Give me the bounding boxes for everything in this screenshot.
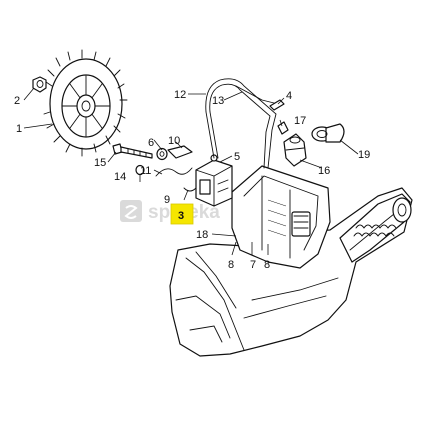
callout-15: 15	[94, 157, 106, 169]
callout-17: 17	[294, 115, 306, 127]
callout-8-right: 8	[264, 259, 270, 271]
screw	[112, 143, 153, 159]
crankcase-housing	[169, 187, 413, 357]
pin	[277, 121, 289, 135]
callout-11: 11	[140, 165, 151, 177]
callout-13: 13	[212, 95, 224, 107]
callout-8-left: 8	[228, 259, 234, 271]
spark-plug-boot	[283, 133, 307, 167]
callout-6: 6	[148, 137, 154, 149]
callout-5: 5	[234, 151, 240, 163]
callout-10: 10	[168, 135, 180, 147]
ignition-lead	[205, 78, 279, 169]
callout-3: 3	[178, 210, 184, 222]
callout-18: 18	[196, 229, 208, 241]
callout-2: 2	[14, 95, 20, 107]
leader-lines	[23, 87, 359, 256]
sleeve	[156, 147, 168, 161]
grommet	[311, 123, 345, 143]
callout-14: 14	[114, 171, 126, 183]
nut	[32, 76, 47, 93]
callout-9: 9	[164, 194, 170, 206]
callout-16: 16	[318, 165, 330, 177]
wire-clip	[269, 99, 285, 111]
callout-12: 12	[174, 89, 186, 101]
spring-wire	[155, 167, 193, 177]
watermark: spareka	[120, 200, 220, 223]
clip	[167, 145, 193, 159]
callout-labels: 1 2 3 4 5 6 7 8 8 9 10 11 12 13 14 15 16…	[14, 89, 370, 271]
ignition-module	[195, 154, 233, 207]
ignition-bracket	[231, 165, 331, 269]
callout-7: 7	[250, 259, 256, 271]
callout-19: 19	[358, 149, 370, 161]
highlight-box	[170, 203, 194, 225]
callout-4: 4	[286, 90, 292, 102]
flywheel	[43, 49, 128, 157]
callout-1: 1	[16, 123, 22, 135]
